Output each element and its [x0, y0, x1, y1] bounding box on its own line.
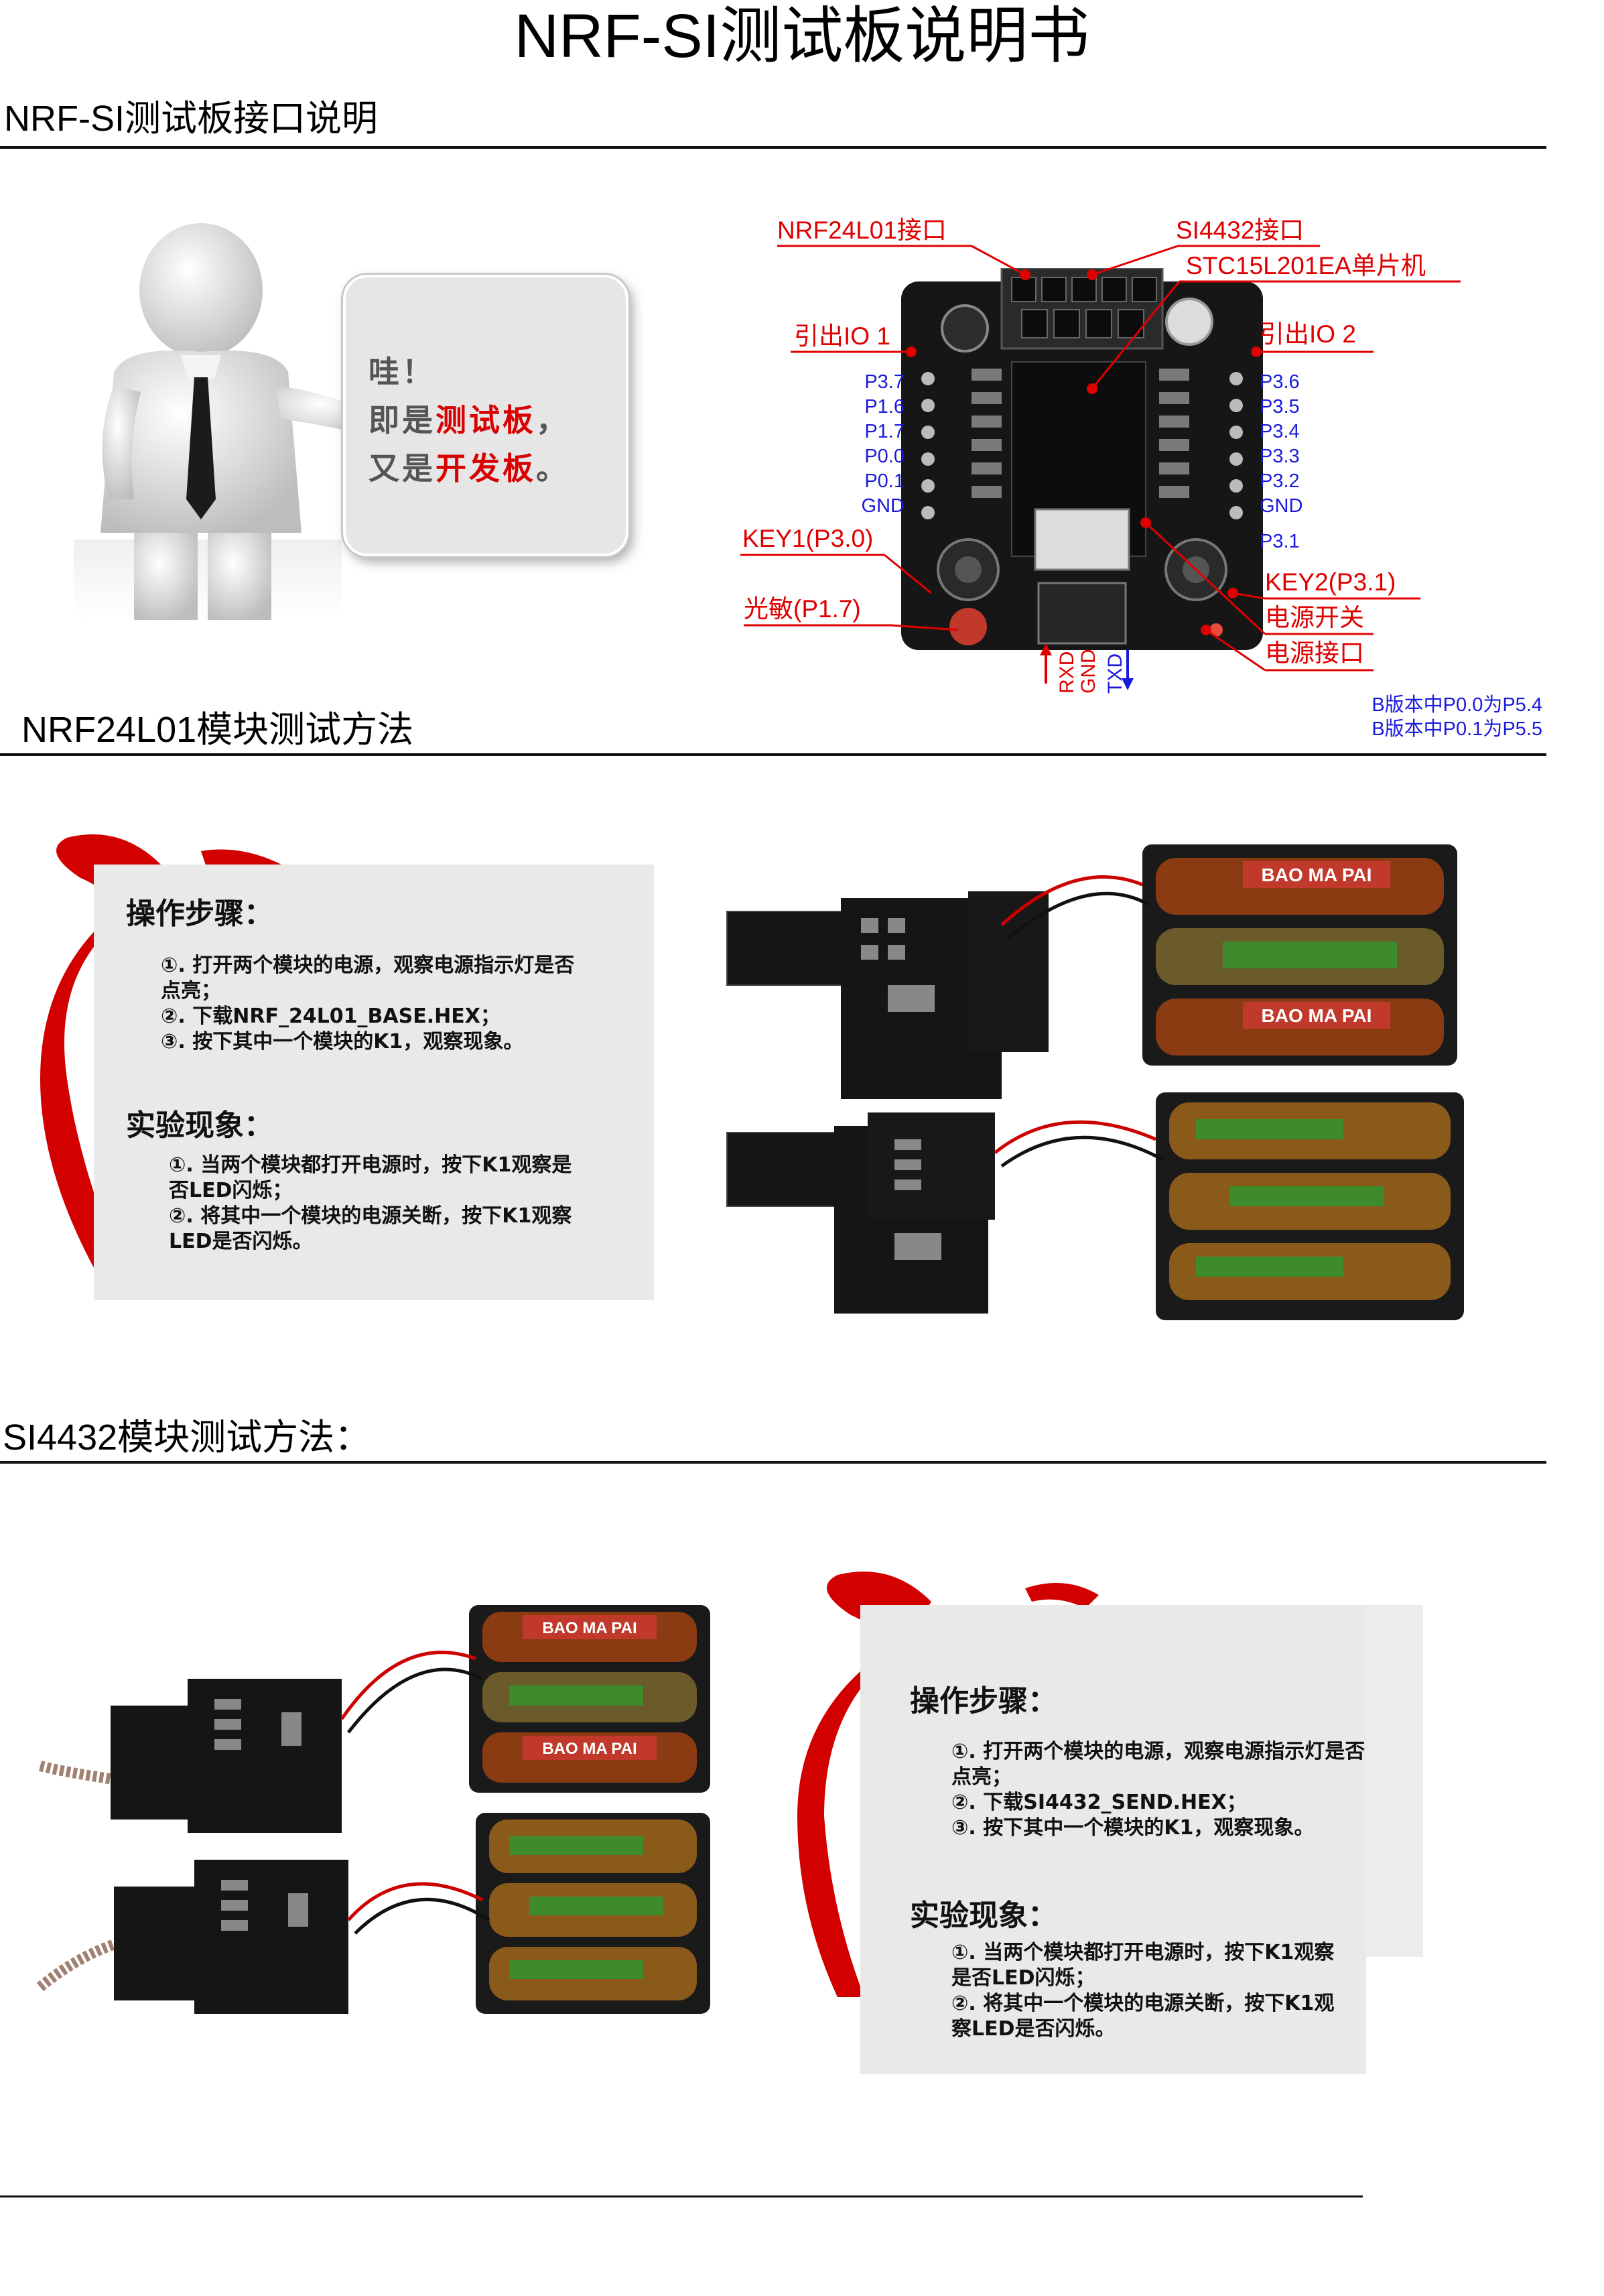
speech-line-3: 又是开发板。 [369, 450, 570, 487]
battery-label: BAO MA PAI [1262, 1005, 1372, 1026]
speech-line-2: 即是测试板， [369, 402, 570, 438]
label-key2: KEY2(P3.1) [1265, 568, 1396, 596]
label-mcu: STC15L201EA单片机 [1186, 252, 1426, 279]
pin-label: P3.5 [1260, 396, 1300, 418]
section-divider [0, 146, 1546, 149]
si-results-list: ①. 当两个模块都打开电源时，按下K1观察是否LED闪烁； ②. 将其中一个模块… [951, 1940, 1353, 2042]
result-item: ②. 将其中一个模块的电源关断，按下K1观察LED是否闪烁。 [951, 1992, 1335, 2041]
speech-line-1: 哇！ [369, 354, 436, 390]
si-modules-photo: BAO MA PAI BAO MA PAI [27, 1605, 717, 2034]
version-note: B版本中P0.1为P5.5 [1372, 718, 1542, 740]
nrf-steps-title: 操作步骤： [126, 897, 273, 931]
footer-divider [0, 2195, 1363, 2197]
si-instructions-card: 操作步骤： ①. 打开两个模块的电源，观察电源指示灯是否点亮； ②. 下载SI4… [860, 1605, 1366, 2074]
pin-label: P0.0 [864, 446, 905, 467]
pin-label: P1.7 [864, 421, 905, 442]
result-item: ②. 将其中一个模块的电源关断，按下K1观察LED是否闪烁。 [169, 1204, 572, 1253]
battery-pack-bottom [1156, 1092, 1464, 1320]
label-io1: 引出IO 1 [794, 322, 890, 350]
pin-label: P0.1 [864, 470, 905, 492]
step-item: ②. 下载SI4432_SEND.HEX； [951, 1791, 1247, 1814]
label-nrf-port: NRF24L01接口 [777, 216, 947, 244]
version-note: B版本中P0.0为P5.4 [1372, 694, 1542, 716]
nrf-result-title: 实验现象： [126, 1108, 273, 1143]
si-result-title: 实验现象： [910, 1899, 1057, 1933]
red-ribbon-decoration [797, 1572, 1099, 1997]
module-bottom [726, 1112, 995, 1314]
step-item: ③. 按下其中一个模块的K1，观察现象。 [161, 1030, 524, 1054]
pin-label: P3.3 [1260, 446, 1300, 467]
pin-label: P3.6 [1260, 371, 1300, 393]
label-light-sensor: 光敏(P1.7) [744, 595, 861, 623]
step-item: ②. 下载NRF_24L01_BASE.HEX； [161, 1005, 500, 1028]
step-item: ①. 打开两个模块的电源，观察电源指示灯是否点亮； [161, 954, 575, 1003]
label-gnd-serial: GND [1077, 649, 1099, 694]
page-title: NRF-SI测试板说明书 [514, 2, 1090, 70]
section-divider [0, 753, 1546, 756]
pin-label: GND [861, 495, 905, 517]
label-rxd: RXD [1056, 651, 1078, 694]
version-notes: B版本中P0.0为P5.4 B版本中P0.1为P5.5 [1273, 693, 1542, 741]
si-steps-list: ①. 打开两个模块的电源，观察电源指示灯是否点亮； ②. 下载SI4432_SE… [951, 1739, 1367, 1841]
label-power-port: 电源接口 [1265, 639, 1364, 667]
label-si-port: SI4432接口 [1176, 216, 1305, 244]
section-heading-interface: NRF-SI测试板接口说明 [4, 99, 378, 139]
pin-label-p31: P3.1 [1260, 531, 1300, 552]
step-item: ③. 按下其中一个模块的K1，观察现象。 [951, 1816, 1315, 1840]
nrf-steps-list: ①. 打开两个模块的电源，观察电源指示灯是否点亮； ②. 下载NRF_24L01… [161, 953, 576, 1055]
label-power-switch: 电源开关 [1265, 604, 1364, 631]
si-steps-title: 操作步骤： [910, 1684, 1057, 1718]
label-key1: KEY1(P3.0) [742, 525, 874, 552]
step-item: ①. 打开两个模块的电源，观察电源指示灯是否点亮； [951, 1740, 1365, 1789]
speech-board: 哇！ 即是测试板， 又是开发板。 [343, 275, 628, 556]
presenter-figure-illustration [74, 218, 637, 620]
pin-label: P3.2 [1260, 470, 1300, 492]
label-io2: 引出IO 2 [1260, 320, 1356, 348]
label-txd: TXD [1104, 653, 1126, 694]
right-pin-list: P3.6 P3.5 P3.4 P3.3 P3.2 GND [1260, 370, 1302, 519]
nrf-modules-photo: BAO MA PAI BAO MA PAI [714, 844, 1467, 1327]
result-item: ①. 当两个模块都打开电源时，按下K1观察是否LED闪烁； [951, 1941, 1335, 1990]
nrf-results-list: ①. 当两个模块都打开电源时，按下K1观察是否LED闪烁； ②. 将其中一个模块… [169, 1153, 584, 1255]
battery-pack-top: BAO MA PAI BAO MA PAI [1142, 844, 1457, 1066]
pin-label: P1.6 [864, 396, 905, 418]
label-leader-lines [740, 245, 1461, 690]
result-item: ①. 当两个模块都打开电源时，按下K1观察是否LED闪烁； [169, 1153, 572, 1202]
section-heading-nrf-test: NRF24L01模块测试方法 [21, 710, 414, 750]
pin-label: P3.4 [1260, 421, 1300, 442]
battery-label: BAO MA PAI [1262, 865, 1372, 885]
left-pin-list: P3.7 P1.6 P1.7 P0.0 P0.1 GND [831, 370, 905, 519]
nrf-instructions-card: 操作步骤： ①. 打开两个模块的电源，观察电源指示灯是否点亮； ②. 下载NRF… [94, 865, 654, 1300]
battery-label: BAO MA PAI [542, 1740, 637, 1758]
pin-label: P3.7 [864, 371, 905, 393]
section-heading-si-test: SI4432模块测试方法： [3, 1417, 371, 1458]
module-top [726, 891, 1049, 1099]
section-divider [0, 1461, 1546, 1464]
battery-label: BAO MA PAI [542, 1619, 637, 1637]
pin-label: GND [1260, 495, 1303, 517]
